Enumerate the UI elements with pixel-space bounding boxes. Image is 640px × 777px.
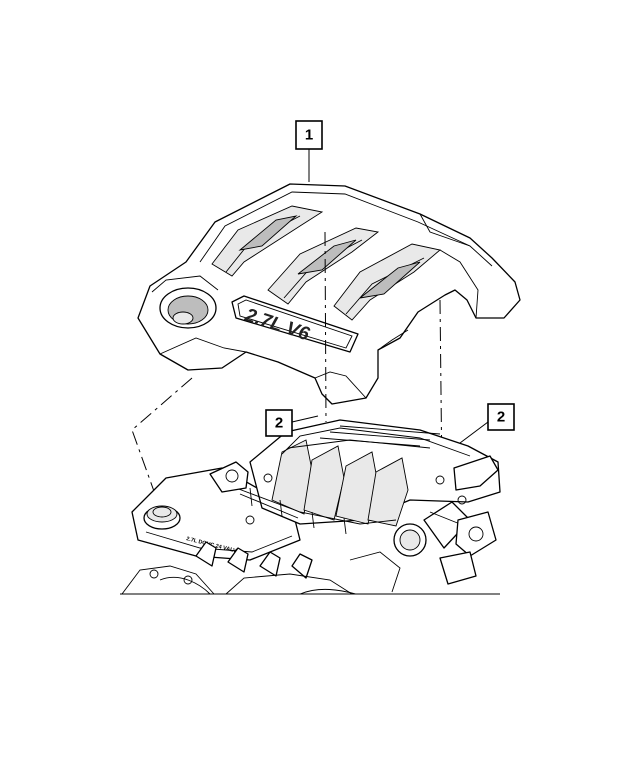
throttle-body (393, 501, 471, 557)
engine-cover: 2.7L V6 (137, 183, 521, 405)
engine-assembly: 2.7L DOHC 24 VALVE (120, 419, 501, 595)
svg-text:1: 1 (305, 127, 313, 144)
oil-filler-cap (143, 505, 181, 530)
svg-text:2: 2 (497, 409, 505, 426)
leader-lines (131, 149, 489, 509)
callout-2-fastener: 2 (265, 409, 293, 437)
callout-2-manifold: 2 (487, 403, 515, 431)
svg-text:2: 2 (275, 415, 283, 432)
callout-1: 1 (295, 120, 323, 150)
